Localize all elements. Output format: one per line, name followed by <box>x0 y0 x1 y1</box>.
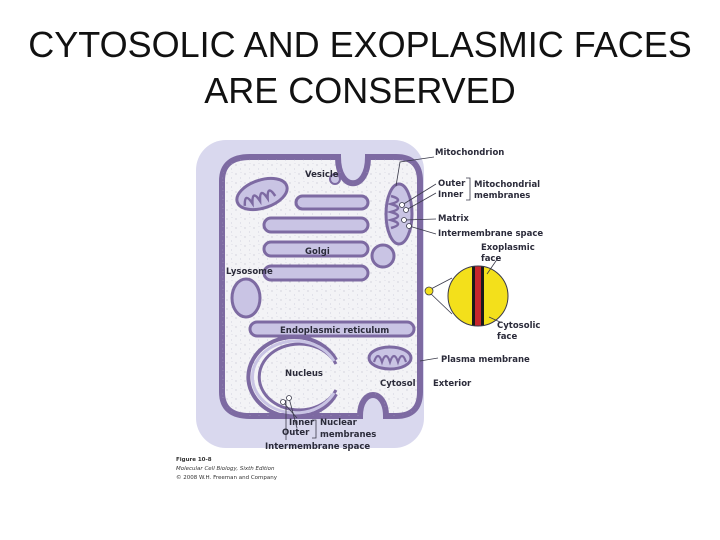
label-mito-outer: Outer <box>438 179 466 189</box>
label-lysosome: Lysosome <box>226 267 273 277</box>
label-mito-membranes-1: Mitochondrial <box>474 180 540 190</box>
mitochondrion-left <box>235 176 289 212</box>
label-vesicle: Vesicle <box>305 170 339 180</box>
endoplasmic-reticulum <box>248 320 416 338</box>
figure-caption: Figure 10-8 Molecular Cell Biology, Sixt… <box>176 457 278 481</box>
label-matrix: Matrix <box>438 214 469 224</box>
caption-figure: Figure 10-8 <box>176 457 212 463</box>
label-mitochondrion: Mitochondrion <box>435 148 504 158</box>
label-mito-inner: Inner <box>438 190 464 200</box>
leader-lines <box>282 156 501 440</box>
label-cytosol: Cytosol <box>380 379 416 389</box>
label-nuclear-membranes-2: membranes <box>320 430 376 440</box>
title-line-1: CYTOSOLIC AND EXOPLASMIC FACES <box>28 24 692 65</box>
label-cytosolic-1: Cytosolic <box>497 321 540 331</box>
diagram-labels: Mitochondrion Vesicle Outer Inner Mitoch… <box>226 148 543 452</box>
label-exterior: Exterior <box>433 379 472 389</box>
vesicle-round <box>370 243 396 269</box>
label-exoplasmic-2: face <box>481 254 501 264</box>
label-nucleus: Nucleus <box>285 369 323 379</box>
title-line-2: ARE CONSERVED <box>204 70 516 111</box>
nucleus <box>246 335 338 419</box>
label-nuclear-membranes-1: Nuclear <box>320 418 358 428</box>
label-mito-membranes-2: membranes <box>474 191 530 201</box>
label-nuclear-inner: Inner <box>289 418 315 428</box>
golgi-stack <box>262 194 370 282</box>
label-intermembrane-space: Intermembrane space <box>438 229 543 239</box>
lysosome <box>230 277 262 319</box>
label-exoplasmic-1: Exoplasmic <box>481 243 535 253</box>
label-nuclear-outer: Outer <box>282 428 310 438</box>
caption-copyright: © 2008 W.H. Freeman and Company <box>176 474 278 481</box>
membrane-face-inset <box>424 265 509 327</box>
label-er: Endoplasmic reticulum <box>280 326 389 336</box>
mitochondrion-bottom <box>367 345 413 371</box>
slide-title: CYTOSOLIC AND EXOPLASMIC FACES ARE CONSE… <box>0 22 720 114</box>
label-cytosolic-2: face <box>497 332 517 342</box>
label-nuclear-intermembrane: Intermembrane space <box>265 442 370 452</box>
label-points <box>280 202 412 405</box>
vesicle-small <box>329 173 341 185</box>
label-plasma-membrane: Plasma membrane <box>441 355 530 365</box>
label-golgi: Golgi <box>305 247 330 257</box>
mitochondrion-right <box>384 182 414 246</box>
caption-book: Molecular Cell Biology, Sixth Edition <box>176 466 275 472</box>
